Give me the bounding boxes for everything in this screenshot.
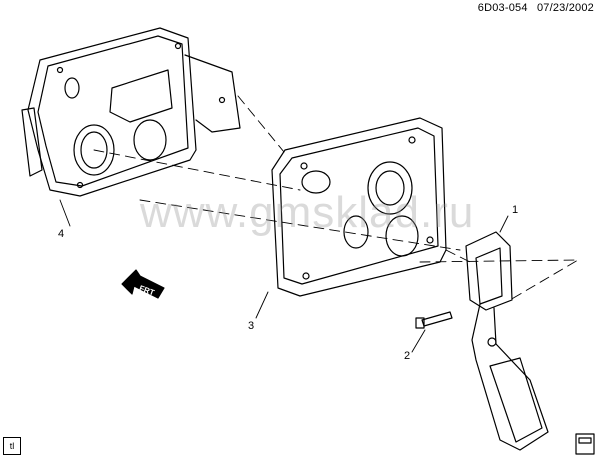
callout-3: 3 <box>248 320 255 332</box>
watermark: www.gmsklad.ru <box>140 188 475 237</box>
tl-badge: tl <box>3 437 21 455</box>
callout-4: 4 <box>58 228 65 240</box>
leader-lines <box>59 95 579 353</box>
bracket-plate-part-4 <box>21 27 241 197</box>
header: 6D03-054 07/23/2002 <box>472 2 594 14</box>
accelerator-pedal-part-1 <box>465 231 549 451</box>
publisher-logo-icon <box>575 433 595 455</box>
bolt-part-2 <box>415 311 453 329</box>
callout-1: 1 <box>512 204 519 216</box>
diagram-date: 07/23/2002 <box>536 2 594 14</box>
front-direction-arrow <box>121 269 165 299</box>
diagram-code: 6D03-054 <box>477 2 528 14</box>
callout-2: 2 <box>404 350 411 362</box>
